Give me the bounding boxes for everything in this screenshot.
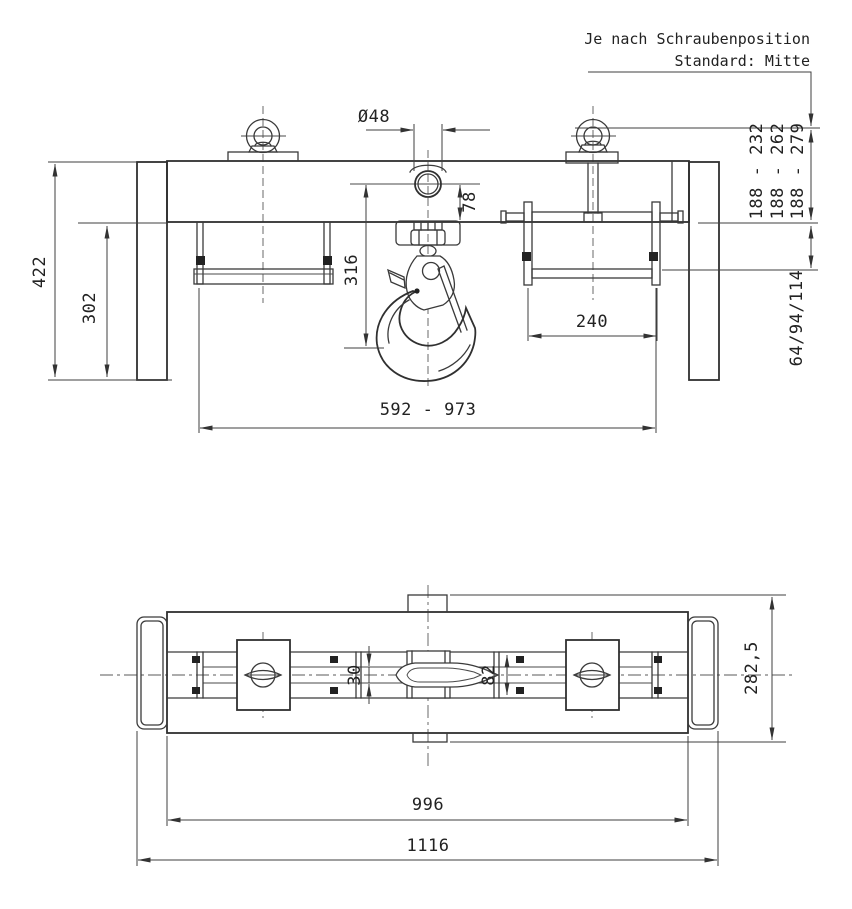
dim-under-beam-clearance: 64/94/114	[787, 270, 807, 367]
end-plate-right	[688, 161, 720, 381]
bolt-heads-plan	[192, 656, 662, 694]
dim-side-plate-height: 302	[80, 292, 100, 324]
dim-overall-height: 422	[30, 256, 50, 288]
top-view: 30 82 282,5 996 1116	[100, 585, 792, 866]
eyebolt-left	[227, 118, 299, 162]
center-hole	[409, 164, 447, 198]
clamp-screw-left	[500, 210, 525, 224]
dim-overall-depth: 282,5	[742, 641, 762, 695]
dim-hole-diameter: Ø48	[358, 107, 390, 127]
dim-screw-range-3: 188 - 279	[788, 123, 808, 220]
end-cap-right	[687, 616, 719, 730]
dim-beam-length: 996	[412, 795, 444, 815]
eyebolt-right-screw	[565, 118, 619, 223]
end-cap-left	[136, 616, 168, 730]
eyebolt-plate-right-plan	[565, 639, 620, 711]
dim-overall-length: 1116	[407, 836, 450, 856]
hook-link	[405, 255, 456, 311]
dimensions-plan	[136, 594, 786, 866]
dim-hole-to-bottom: 78	[460, 191, 480, 212]
top-lug	[407, 594, 448, 613]
eyebolt-plate-left-plan	[236, 639, 291, 711]
lifting-hook	[375, 220, 477, 382]
end-plate-left	[136, 161, 168, 381]
note-leader	[575, 71, 820, 129]
dim-inner-width: 82	[479, 664, 499, 685]
fork-pocket-section	[500, 201, 684, 286]
dim-slot-width: 30	[345, 664, 365, 685]
dimensions-front	[48, 124, 818, 433]
clamp-screw-right	[659, 210, 684, 224]
hook-plan	[395, 650, 500, 699]
fork-pocket-left	[193, 221, 334, 285]
front-view: Je nach Schraubenposition Standard: Mitt…	[30, 30, 820, 433]
note-screw-position-1: Je nach Schraubenposition	[584, 30, 810, 48]
note-screw-position-2: Standard: Mitte	[675, 52, 810, 70]
latch-trigger	[387, 268, 406, 290]
bottom-lug	[412, 732, 448, 743]
dim-hook-reach: 316	[342, 254, 362, 286]
hook-body	[375, 290, 477, 382]
dim-screw-range-2: 188 - 262	[768, 123, 788, 220]
dim-screw-range-1: 188 - 232	[747, 123, 767, 220]
dim-pocket-inner-width: 240	[576, 312, 608, 332]
dim-pocket-span-range: 592 - 973	[380, 400, 477, 420]
